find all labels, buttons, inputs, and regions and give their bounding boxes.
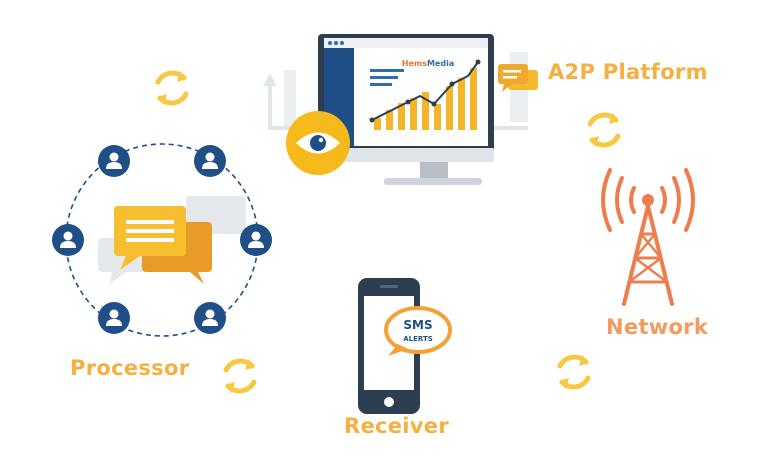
user-icon [194, 302, 226, 334]
user-icon [240, 224, 272, 256]
chat-bubble-icon [114, 206, 212, 284]
refresh-icon [589, 113, 619, 147]
refresh-icon [157, 71, 187, 105]
svg-text:SMS: SMS [403, 318, 432, 332]
a2p-platform-label: A2P Platform [548, 60, 708, 84]
user-icon [98, 302, 130, 334]
user-icon [52, 224, 84, 256]
brand-logo: HemsMedia [402, 59, 454, 68]
eye-icon [286, 111, 350, 175]
monitor-illustration: HemsMedia [263, 34, 528, 185]
network-label: Network [606, 315, 709, 339]
processor-cluster [52, 143, 272, 337]
refresh-icon [559, 355, 589, 389]
phone-illustration: SMS ALERTS [358, 278, 452, 414]
sms-bubble-icon: SMS ALERTS [384, 306, 452, 356]
user-icon [194, 145, 226, 177]
refresh-icon [225, 359, 255, 393]
receiver-label: Receiver [344, 414, 449, 438]
chat-bubble-icon [498, 64, 538, 92]
svg-text:ALERTS: ALERTS [403, 335, 433, 343]
svg-text:HemsMedia: HemsMedia [402, 59, 454, 68]
line-chart-icon [369, 59, 481, 130]
cell-tower-icon [601, 168, 695, 306]
user-icon [98, 145, 130, 177]
processor-label: Processor [70, 356, 190, 380]
